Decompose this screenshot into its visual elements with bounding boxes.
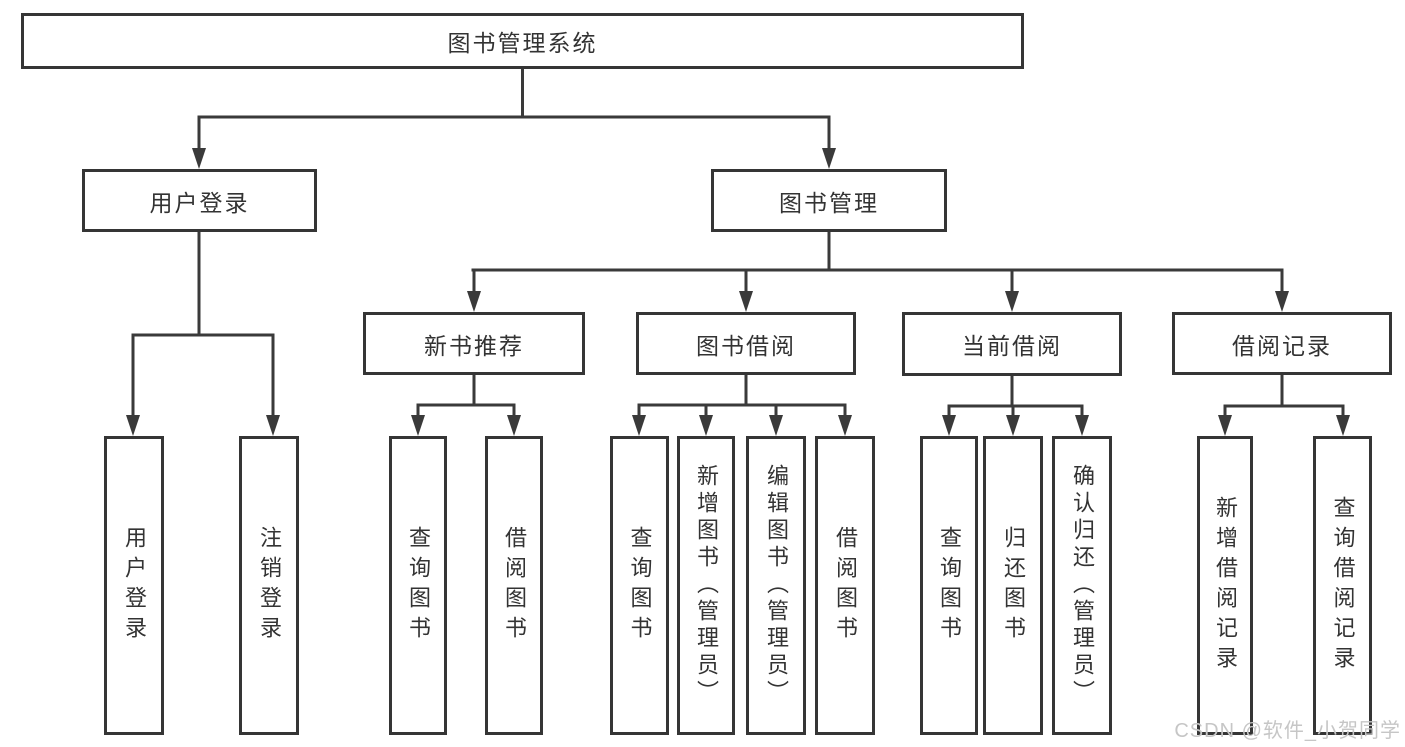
node-label: 借阅图书: [833, 525, 858, 646]
node-leaf-rec-add-record: 新增借阅记录: [1197, 436, 1253, 735]
node-label: 借阅图书: [502, 525, 527, 646]
edges-new-book: [411, 373, 521, 436]
edges-book-mgmt: [467, 230, 1289, 312]
node-leaf-cb-return-book: 归还图书: [983, 436, 1043, 735]
node-label: 编辑图书（管理员）: [764, 464, 789, 707]
edges-current-borrow: [942, 374, 1089, 436]
node-leaf-nb-query-book: 查询图书: [389, 436, 447, 735]
node-current-borrow: 当前借阅: [902, 312, 1122, 376]
node-leaf-bb-add-book: 新增图书（管理员）: [677, 436, 735, 735]
node-label: 图书借阅: [696, 332, 796, 359]
node-leaf-logout: 注销登录: [239, 436, 299, 735]
node-leaf-bb-query-book: 查询图书: [610, 436, 669, 735]
node-label: 图书管理系统: [447, 30, 598, 56]
node-label: 新书推荐: [424, 332, 524, 359]
node-leaf-cb-confirm-return: 确认归还（管理员）: [1052, 436, 1112, 735]
node-label: 新增借阅记录: [1213, 495, 1238, 676]
node-leaf-bb-edit-book: 编辑图书（管理员）: [746, 436, 806, 735]
node-leaf-nb-borrow-book: 借阅图书: [485, 436, 543, 735]
edges-root: [192, 67, 836, 169]
node-label: 查询图书: [406, 525, 431, 646]
node-leaf-rec-query-record: 查询借阅记录: [1313, 436, 1372, 735]
node-label: 确认归还（管理员）: [1070, 464, 1095, 707]
edges-login: [126, 230, 280, 436]
node-label: 新增图书（管理员）: [694, 464, 719, 707]
node-new-book: 新书推荐: [363, 312, 585, 375]
node-book-borrow: 图书借阅: [636, 312, 856, 375]
csdn-watermark: CSDN @软件_小贺同学: [1174, 720, 1401, 742]
node-label: 查询图书: [627, 525, 653, 646]
node-borrow-records: 借阅记录: [1172, 312, 1392, 375]
node-label: 用户登录: [122, 525, 147, 646]
node-leaf-user-login: 用户登录: [104, 436, 164, 735]
node-label: 借阅记录: [1232, 332, 1332, 359]
node-label: 查询图书: [937, 525, 962, 646]
node-leaf-cb-query-book: 查询图书: [920, 436, 978, 735]
node-label: 归还图书: [1001, 525, 1026, 646]
node-book-mgmt: 图书管理: [711, 169, 947, 232]
node-label: 查询借阅记录: [1330, 495, 1356, 676]
node-label: 注销登录: [257, 525, 282, 646]
node-leaf-bb-borrow-book: 借阅图书: [815, 436, 875, 735]
edges-borrow-records: [1218, 373, 1350, 436]
node-label: 图书管理: [779, 189, 879, 216]
node-login: 用户登录: [82, 169, 317, 232]
node-root: 图书管理系统: [21, 13, 1024, 69]
edges-book-borrow: [632, 373, 852, 436]
node-label: 用户登录: [149, 189, 250, 216]
node-label: 当前借阅: [962, 333, 1062, 359]
